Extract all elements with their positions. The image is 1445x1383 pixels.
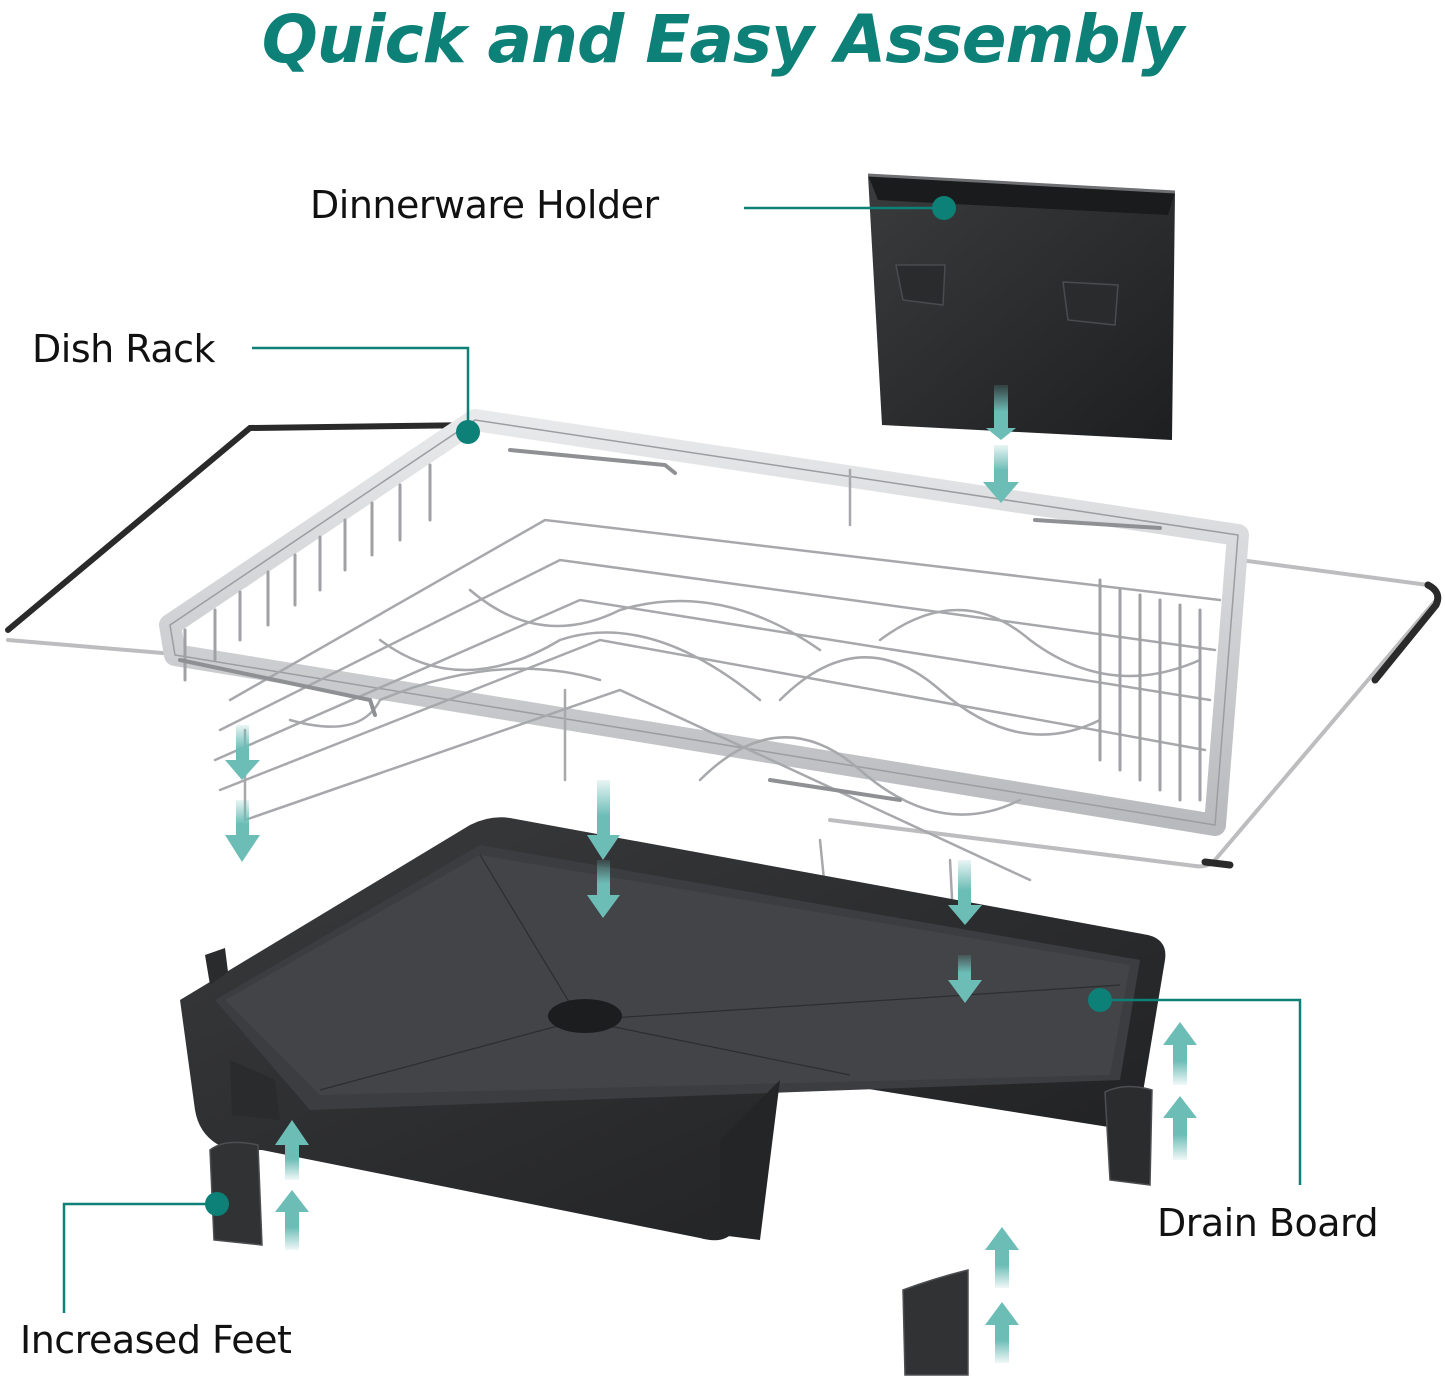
- up-arrows: [275, 1022, 1197, 1363]
- arrow-up-icon: [1163, 1022, 1197, 1085]
- page-title: Quick and Easy Assembly: [261, 1, 1184, 78]
- drain-board-part: [180, 817, 1166, 1241]
- arrow-up-icon: [985, 1302, 1019, 1363]
- callout-dot-icon: [1088, 988, 1112, 1012]
- dish-rack-part: [5, 409, 1442, 963]
- arrow-up-icon: [985, 1227, 1019, 1288]
- increased-feet-parts: [209, 1085, 1153, 1376]
- arrow-down-icon: [587, 780, 620, 860]
- arrow-down-icon: [587, 860, 620, 918]
- callout-dot-icon: [932, 196, 956, 220]
- arrow-up-icon: [275, 1190, 309, 1250]
- arrow-up-icon: [275, 1120, 309, 1180]
- label-dinnerware-holder: Dinnerware Holder: [310, 183, 659, 227]
- arrow-down-icon: [983, 445, 1019, 503]
- arrow-down-icon: [948, 860, 982, 925]
- label-dish-rack: Dish Rack: [32, 327, 216, 371]
- arrow-down-icon: [225, 800, 260, 862]
- arrow-down-icon: [225, 725, 260, 780]
- callout-dot-icon: [456, 420, 480, 444]
- arrow-down-icon: [948, 955, 982, 1003]
- dinnerware-holder-part: [867, 173, 1176, 440]
- callout-dots: [205, 196, 1112, 1216]
- callout-lines: [62, 206, 1302, 1313]
- arrow-down-icon: [986, 385, 1016, 440]
- arrow-up-icon: [1163, 1096, 1197, 1160]
- label-increased-feet: Increased Feet: [20, 1318, 292, 1362]
- down-arrows: [225, 385, 1019, 1003]
- label-drain-board: Drain Board: [1157, 1201, 1379, 1245]
- callout-dot-icon: [205, 1192, 229, 1216]
